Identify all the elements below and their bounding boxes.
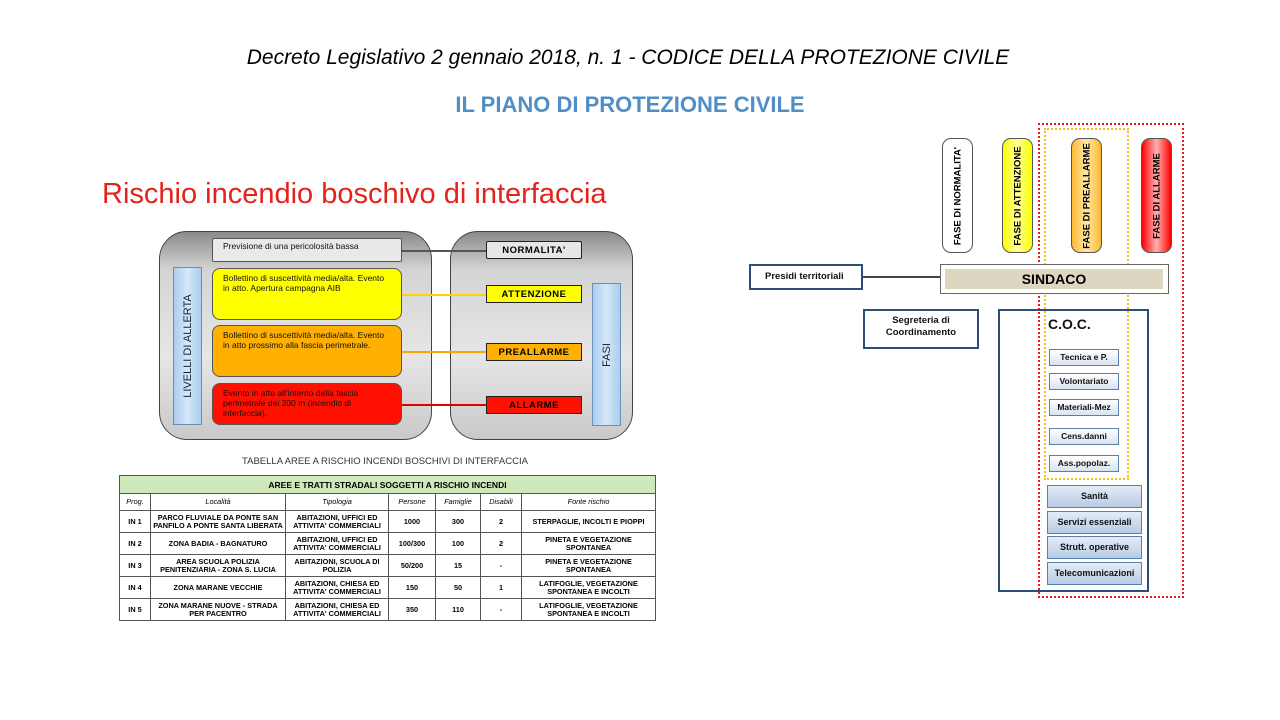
function-assistenza: Ass.popolaz. — [1049, 455, 1119, 472]
function-strutture-operative: Strutt. operative — [1047, 536, 1142, 559]
cell: 150 — [388, 576, 436, 599]
cell: 1000 — [388, 510, 436, 533]
allarme-dotted-region — [1038, 123, 1184, 598]
cell: STERPAGLIE, INCOLTI E PIOPPI — [521, 510, 656, 533]
fase-preallarme: FASE DI PREALLARME — [1071, 138, 1102, 253]
presidi-connector — [863, 276, 940, 278]
preallarme-dotted-region — [1044, 128, 1129, 480]
cell: PINETA E VEGETAZIONE SPONTANEA — [521, 532, 656, 555]
col-header-prog: Prog. — [119, 493, 151, 511]
phase-preallarme: PREALLARME — [486, 343, 582, 361]
fase-attenzione: FASE DI ATTENZIONE — [1002, 138, 1033, 253]
plan-title: IL PIANO DI PROTEZIONE CIVILE — [455, 92, 805, 117]
cell: IN 1 — [119, 510, 151, 533]
connector-normalita — [402, 250, 486, 252]
phase-attenzione: ATTENZIONE — [486, 285, 582, 303]
cell: 350 — [388, 598, 436, 621]
level-box-attenzione: Bollettino di suscettività media/alta. E… — [212, 268, 402, 320]
table-caption: TABELLA AREE A RISCHIO INCENDI BOSCHIVI … — [242, 456, 528, 467]
cell: ZONA MARANE NUOVE - STRADA PER PACENTRO — [150, 598, 286, 621]
fase-normalita: FASE DI NORMALITA' — [942, 138, 973, 253]
table-row: IN 5 ZONA MARANE NUOVE - STRADA PER PACE… — [119, 598, 656, 621]
cell: ZONA BADIA - BAGNATURO — [150, 532, 286, 555]
cell: ABITAZIONI, CHIESA ED ATTIVITA' COMMERCI… — [285, 598, 389, 621]
cell: AREA SCUOLA POLIZIA PENITENZIARIA - ZONA… — [150, 554, 286, 577]
cell: 2 — [480, 532, 522, 555]
fase-normalita-label: FASE DI NORMALITA' — [952, 146, 963, 245]
cell: LATIFOGLIE, VEGETAZIONE SPONTANEA E INCO… — [521, 576, 656, 599]
coc-label: C.O.C. — [1048, 316, 1091, 332]
function-materiali: Materiali-Mez — [1049, 399, 1119, 416]
cell: ABITAZIONI, CHIESA ED ATTIVITA' COMMERCI… — [285, 576, 389, 599]
cell: IN 4 — [119, 576, 151, 599]
cell: 50 — [435, 576, 481, 599]
cell: ZONA MARANE VECCHIE — [150, 576, 286, 599]
function-tecnica: Tecnica e P. — [1049, 349, 1119, 366]
cell: ABITAZIONI, UFFICI ED ATTIVITA' COMMERCI… — [285, 532, 389, 555]
decree-title: Decreto Legislativo 2 gennaio 2018, n. 1… — [246, 46, 1010, 69]
table-row: IN 2 ZONA BADIA - BAGNATURO ABITAZIONI, … — [119, 532, 656, 555]
col-header-persone: Persone — [388, 493, 436, 511]
fase-allarme: FASE DI ALLARME — [1141, 138, 1172, 253]
col-header-famiglie: Famiglie — [435, 493, 481, 511]
cell: PARCO FLUVIALE DA PONTE SAN PANFILO A PO… — [150, 510, 286, 533]
function-censimento: Cens.danni — [1049, 428, 1119, 445]
cell: IN 3 — [119, 554, 151, 577]
cell: - — [480, 554, 522, 577]
connector-preallarme — [402, 351, 486, 353]
col-header-fonte: Fonte rischio — [521, 493, 656, 511]
function-telecomunicazioni: Telecomunicazioni — [1047, 562, 1142, 585]
alert-levels-label: LIVELLI DI ALLERTA — [181, 294, 194, 398]
phases-bar: FASI — [592, 283, 621, 426]
cell: 15 — [435, 554, 481, 577]
phase-allarme: ALLARME — [486, 396, 582, 414]
table-row: IN 3 AREA SCUOLA POLIZIA PENITENZIARIA -… — [119, 554, 656, 577]
coc-frame — [998, 309, 1149, 592]
cell: ABITAZIONI, SCUOLA DI POLIZIA — [285, 554, 389, 577]
cell: 100 — [435, 532, 481, 555]
segreteria-box: Segreteria di Coordinamento — [863, 309, 979, 349]
alert-levels-bar: LIVELLI DI ALLERTA — [173, 267, 202, 425]
function-servizi-essenziali: Servizi essenziali — [1047, 511, 1142, 534]
cell: 1 — [480, 576, 522, 599]
cell: 300 — [435, 510, 481, 533]
col-header-localita: Località — [150, 493, 286, 511]
risk-areas-table: AREE E TRATTI STRADALI SOGGETTI A RISCHI… — [119, 475, 656, 621]
function-volontariato: Volontariato — [1049, 373, 1119, 390]
cell: - — [480, 598, 522, 621]
col-header-tipologia: Tipologia — [285, 493, 389, 511]
col-header-disabili: Disabili — [480, 493, 522, 511]
level-box-allarme: Evento in atto all'interno della fascia … — [212, 383, 402, 425]
sindaco-box: SINDACO — [945, 269, 1163, 289]
cell: 2 — [480, 510, 522, 533]
cell: 110 — [435, 598, 481, 621]
cell: IN 2 — [119, 532, 151, 555]
table-row: IN 1 PARCO FLUVIALE DA PONTE SAN PANFILO… — [119, 510, 656, 533]
cell: PINETA E VEGETAZIONE SPONTANEA — [521, 554, 656, 577]
connector-allarme — [402, 404, 486, 406]
level-box-normalita: Previsione di una pericolosità bassa — [212, 238, 402, 262]
fase-attenzione-label: FASE DI ATTENZIONE — [1012, 145, 1023, 246]
risk-title: Rischio incendio boschivo di interfaccia — [102, 178, 607, 210]
cell: 100/300 — [388, 532, 436, 555]
table-title: AREE E TRATTI STRADALI SOGGETTI A RISCHI… — [119, 475, 656, 494]
table-row: IN 4 ZONA MARANE VECCHIE ABITAZIONI, CHI… — [119, 576, 656, 599]
phases-label: FASI — [600, 342, 613, 367]
cell: LATIFOGLIE, VEGETAZIONE SPONTANEA E INCO… — [521, 598, 656, 621]
cell: ABITAZIONI, UFFICI ED ATTIVITA' COMMERCI… — [285, 510, 389, 533]
connector-attenzione — [402, 294, 486, 296]
phase-normalita: NORMALITA' — [486, 241, 582, 259]
level-box-preallarme: Bollettino di suscettività media/alta. E… — [212, 325, 402, 377]
cell: 50/200 — [388, 554, 436, 577]
cell: IN 5 — [119, 598, 151, 621]
function-sanita: Sanità — [1047, 485, 1142, 508]
presidi-territoriali-box: Presidi territoriali — [749, 264, 863, 290]
